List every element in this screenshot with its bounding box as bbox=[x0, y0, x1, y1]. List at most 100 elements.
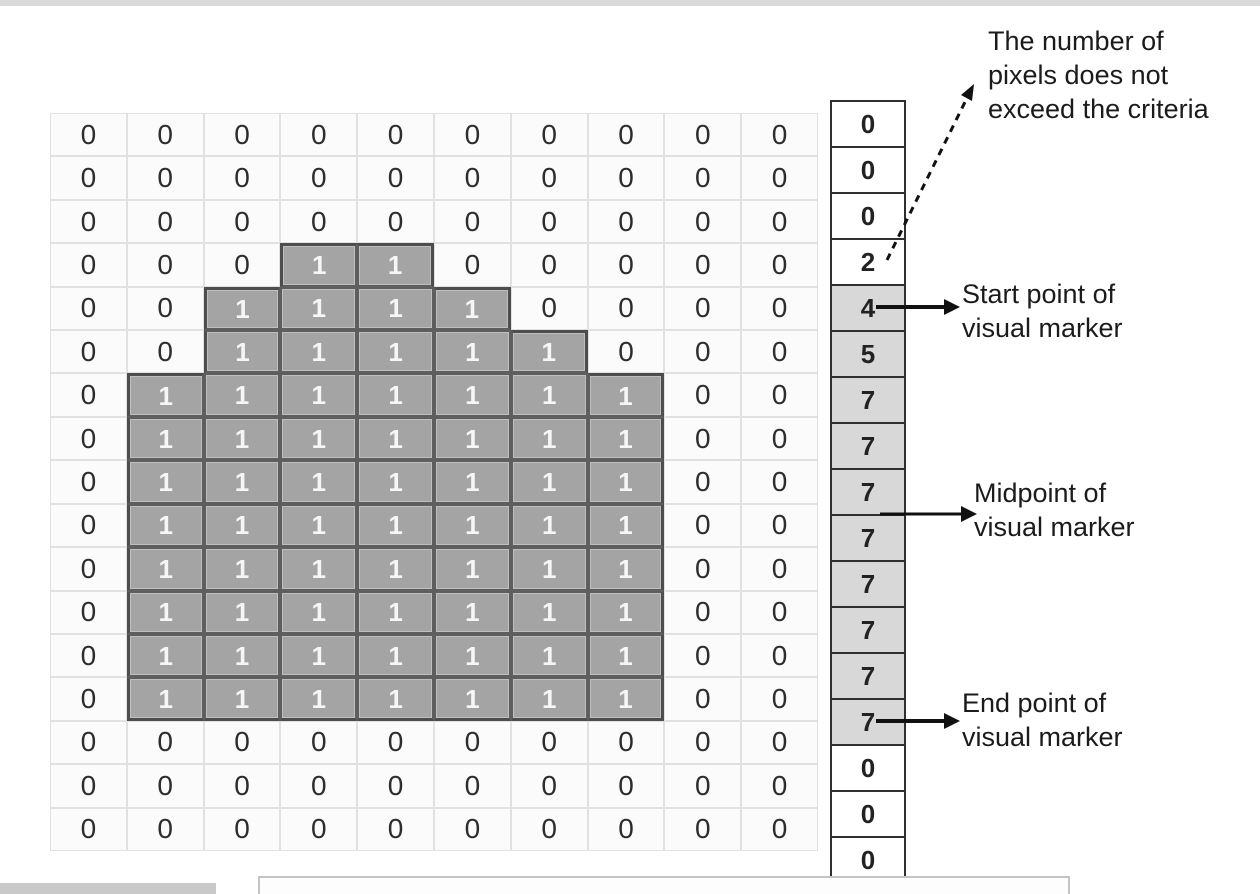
grid-cell: 0 bbox=[280, 113, 358, 157]
grid-cell: 0 bbox=[741, 633, 818, 678]
grid-cell: 0 bbox=[741, 156, 818, 200]
sum-cell: 2 bbox=[830, 238, 906, 286]
grid-cell: 1 bbox=[357, 243, 434, 287]
grid-cell: 0 bbox=[741, 330, 818, 374]
grid-cell: 1 bbox=[203, 373, 281, 417]
sum-cell: 7 bbox=[830, 376, 906, 424]
grid-cell: 0 bbox=[664, 330, 742, 374]
annotation-line: visual marker bbox=[962, 313, 1123, 343]
grid-cell: 1 bbox=[280, 547, 358, 591]
grid-cell: 1 bbox=[587, 373, 665, 417]
grid-cell: 0 bbox=[510, 764, 588, 808]
grid-cell: 0 bbox=[741, 286, 818, 331]
grid-cell: 1 bbox=[357, 373, 434, 417]
grid-cell: 1 bbox=[203, 416, 281, 461]
bottom-crop-strip bbox=[0, 883, 216, 894]
grid-cell: 0 bbox=[50, 503, 127, 548]
grid-cell: 0 bbox=[357, 807, 434, 851]
grid-cell: 1 bbox=[587, 633, 665, 678]
grid-cell: 1 bbox=[434, 416, 511, 461]
grid-cell: 1 bbox=[357, 330, 434, 374]
grid-cell: 0 bbox=[280, 764, 358, 808]
sum-cell: 0 bbox=[830, 744, 906, 792]
grid-cell: 0 bbox=[280, 199, 358, 244]
sum-cell: 7 bbox=[830, 606, 906, 654]
grid-cell: 0 bbox=[587, 199, 665, 244]
grid-cell: 0 bbox=[434, 199, 511, 244]
grid-cell: 0 bbox=[50, 677, 127, 721]
grid-cell: 0 bbox=[741, 243, 818, 287]
grid-cell: 0 bbox=[50, 373, 127, 417]
grid-cell: 0 bbox=[664, 807, 742, 851]
grid-cell: 1 bbox=[203, 286, 281, 331]
grid-cell: 0 bbox=[434, 113, 511, 157]
grid-cell: 1 bbox=[280, 503, 358, 548]
annotation-line: The number of bbox=[988, 26, 1164, 56]
grid-cell: 1 bbox=[203, 590, 281, 634]
grid-cell: 1 bbox=[126, 633, 204, 678]
grid-cell: 1 bbox=[587, 590, 665, 634]
grid-cell: 0 bbox=[434, 807, 511, 851]
sum-cell: 5 bbox=[830, 330, 906, 378]
sum-cell: 7 bbox=[830, 698, 906, 746]
annotation-line: Midpoint of bbox=[974, 478, 1107, 508]
grid-cell: 0 bbox=[741, 113, 818, 157]
sum-cell: 7 bbox=[830, 514, 906, 562]
annotation-end-point: End point of visual marker bbox=[962, 686, 1123, 754]
grid-cell: 1 bbox=[357, 590, 434, 634]
grid-cell: 1 bbox=[357, 633, 434, 678]
grid-cell: 0 bbox=[664, 286, 742, 331]
grid-cell: 1 bbox=[434, 373, 511, 417]
grid-cell: 0 bbox=[203, 720, 281, 765]
grid-cell: 0 bbox=[434, 156, 511, 200]
grid-cell: 0 bbox=[126, 243, 204, 287]
annotation-criteria: The number of pixels does not exceed the… bbox=[988, 24, 1209, 126]
grid-cell: 0 bbox=[741, 807, 818, 851]
grid-cell: 0 bbox=[510, 720, 588, 765]
grid-cell: 0 bbox=[664, 677, 742, 721]
grid-cell: 0 bbox=[280, 156, 358, 200]
annotation-line: pixels does not bbox=[988, 60, 1169, 90]
grid-cell: 1 bbox=[587, 677, 665, 721]
sum-cell: 7 bbox=[830, 468, 906, 516]
grid-cell: 0 bbox=[664, 547, 742, 591]
grid-cell: 1 bbox=[357, 460, 434, 504]
grid-cell: 0 bbox=[126, 720, 204, 765]
grid-cell: 1 bbox=[203, 330, 281, 374]
top-edge-strip bbox=[0, 0, 1260, 6]
grid-cell: 1 bbox=[126, 677, 204, 721]
grid-cell: 1 bbox=[203, 677, 281, 721]
grid-cell: 0 bbox=[50, 633, 127, 678]
annotation-line: exceed the criteria bbox=[988, 94, 1209, 124]
grid-cell: 1 bbox=[126, 590, 204, 634]
grid-cell: 1 bbox=[280, 416, 358, 461]
annotation-start-point: Start point of visual marker bbox=[962, 277, 1123, 345]
grid-cell: 0 bbox=[434, 764, 511, 808]
grid-cell: 0 bbox=[357, 720, 434, 765]
grid-cell: 0 bbox=[203, 764, 281, 808]
grid-cell: 1 bbox=[280, 286, 358, 331]
grid-cell: 1 bbox=[510, 373, 588, 417]
grid-cell: 0 bbox=[587, 113, 665, 157]
grid-cell: 1 bbox=[587, 416, 665, 461]
grid-cell: 1 bbox=[126, 373, 204, 417]
grid-cell: 0 bbox=[126, 807, 204, 851]
grid-cell: 0 bbox=[434, 720, 511, 765]
grid-cell: 1 bbox=[126, 547, 204, 591]
grid-cell: 1 bbox=[434, 460, 511, 504]
grid-cell: 0 bbox=[510, 807, 588, 851]
grid-cell: 0 bbox=[587, 330, 665, 374]
grid-cell: 0 bbox=[50, 764, 127, 808]
annotation-line: visual marker bbox=[962, 722, 1123, 752]
grid-cell: 1 bbox=[357, 503, 434, 548]
grid-cell: 0 bbox=[50, 286, 127, 331]
annotation-line: Start point of bbox=[962, 279, 1116, 309]
grid-cell: 0 bbox=[587, 286, 665, 331]
grid-cell: 0 bbox=[50, 547, 127, 591]
grid-cell: 1 bbox=[434, 547, 511, 591]
grid-cell: 1 bbox=[587, 460, 665, 504]
grid-cell: 0 bbox=[50, 460, 127, 504]
